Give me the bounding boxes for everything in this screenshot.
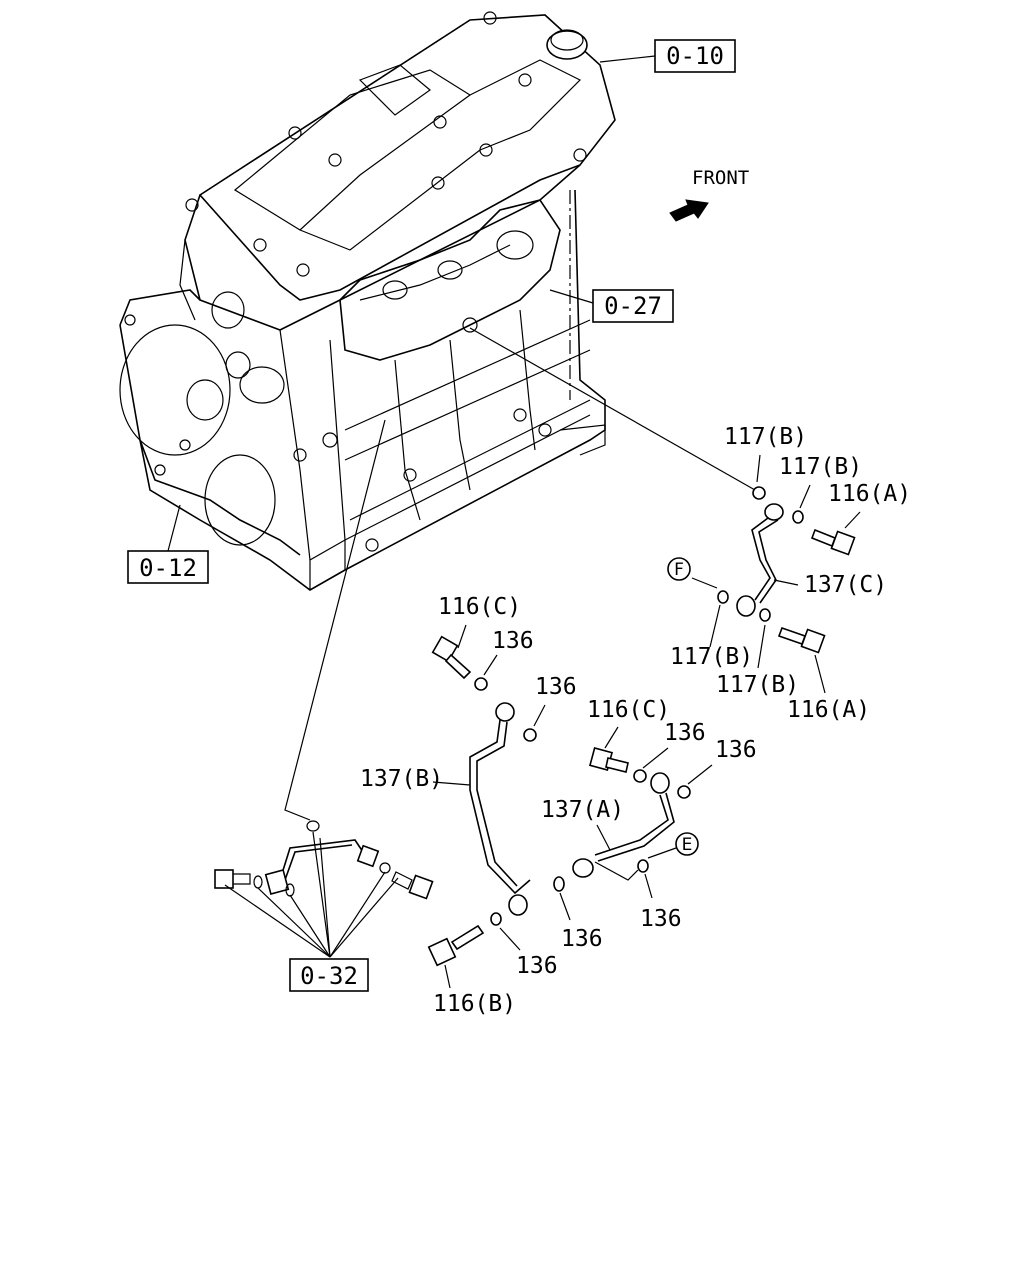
label-116a-2: 116(A) bbox=[787, 697, 870, 723]
ref-box-0-32: 0-32 bbox=[289, 958, 369, 992]
part-number-labels: 117(B) 117(B) 116(A) 137(C) 117(B) 117(B… bbox=[360, 424, 911, 1017]
label-117b-2: 117(B) bbox=[779, 454, 862, 480]
label-137c: 137(C) bbox=[804, 572, 887, 598]
washer-117b-1 bbox=[752, 486, 766, 500]
ref-box-0-32-label: 0-32 bbox=[300, 962, 358, 990]
label-136-3: 136 bbox=[664, 720, 706, 746]
ref-e-circle bbox=[675, 832, 699, 856]
washer-117b-3 bbox=[717, 590, 729, 604]
oil-pipe-subassembly-0-32 bbox=[214, 820, 434, 958]
ref-box-0-27-label: 0-27 bbox=[604, 292, 662, 320]
label-136-6: 136 bbox=[561, 926, 603, 952]
ref-f-circle bbox=[667, 557, 691, 581]
label-116a-1: 116(A) bbox=[828, 481, 911, 507]
label-136-1: 136 bbox=[492, 628, 534, 654]
label-137b: 137(B) bbox=[360, 766, 443, 792]
ref-box-0-10: 0-10 bbox=[599, 39, 736, 73]
oil-pipe-137c-group: F bbox=[667, 454, 861, 694]
label-117b-1: 117(B) bbox=[724, 424, 807, 450]
oil-pipe-137a-group: E bbox=[572, 726, 713, 899]
label-136-2: 136 bbox=[535, 674, 577, 700]
ref-box-0-12-label: 0-12 bbox=[139, 554, 197, 582]
engine-assembly-drawing bbox=[119, 11, 616, 591]
label-137a: 137(A) bbox=[541, 797, 624, 823]
label-117b-4: 117(B) bbox=[716, 672, 799, 698]
oil-pipe-137b-group bbox=[427, 624, 571, 989]
ref-box-0-12: 0-12 bbox=[127, 504, 209, 584]
label-136-4: 136 bbox=[715, 737, 757, 763]
label-136-7: 136 bbox=[516, 953, 558, 979]
label-116c-2: 116(C) bbox=[587, 697, 670, 723]
oil-filler-cap-drawing bbox=[546, 30, 588, 60]
label-116c-1: 116(C) bbox=[438, 594, 521, 620]
ref-f-label: F bbox=[674, 560, 684, 580]
front-label: FRONT bbox=[692, 167, 749, 189]
ref-box-0-10-label: 0-10 bbox=[666, 42, 724, 70]
washer-117b-2 bbox=[792, 510, 804, 524]
ref-e-label: E bbox=[682, 835, 693, 855]
front-arrow-icon bbox=[669, 199, 709, 222]
label-117b-3: 117(B) bbox=[670, 644, 753, 670]
label-116b: 116(B) bbox=[433, 991, 516, 1017]
label-136-5: 136 bbox=[640, 906, 682, 932]
ref-box-0-27: 0-27 bbox=[549, 289, 674, 323]
washer-117b-4 bbox=[759, 608, 771, 622]
front-direction-indicator: FRONT bbox=[669, 167, 749, 222]
